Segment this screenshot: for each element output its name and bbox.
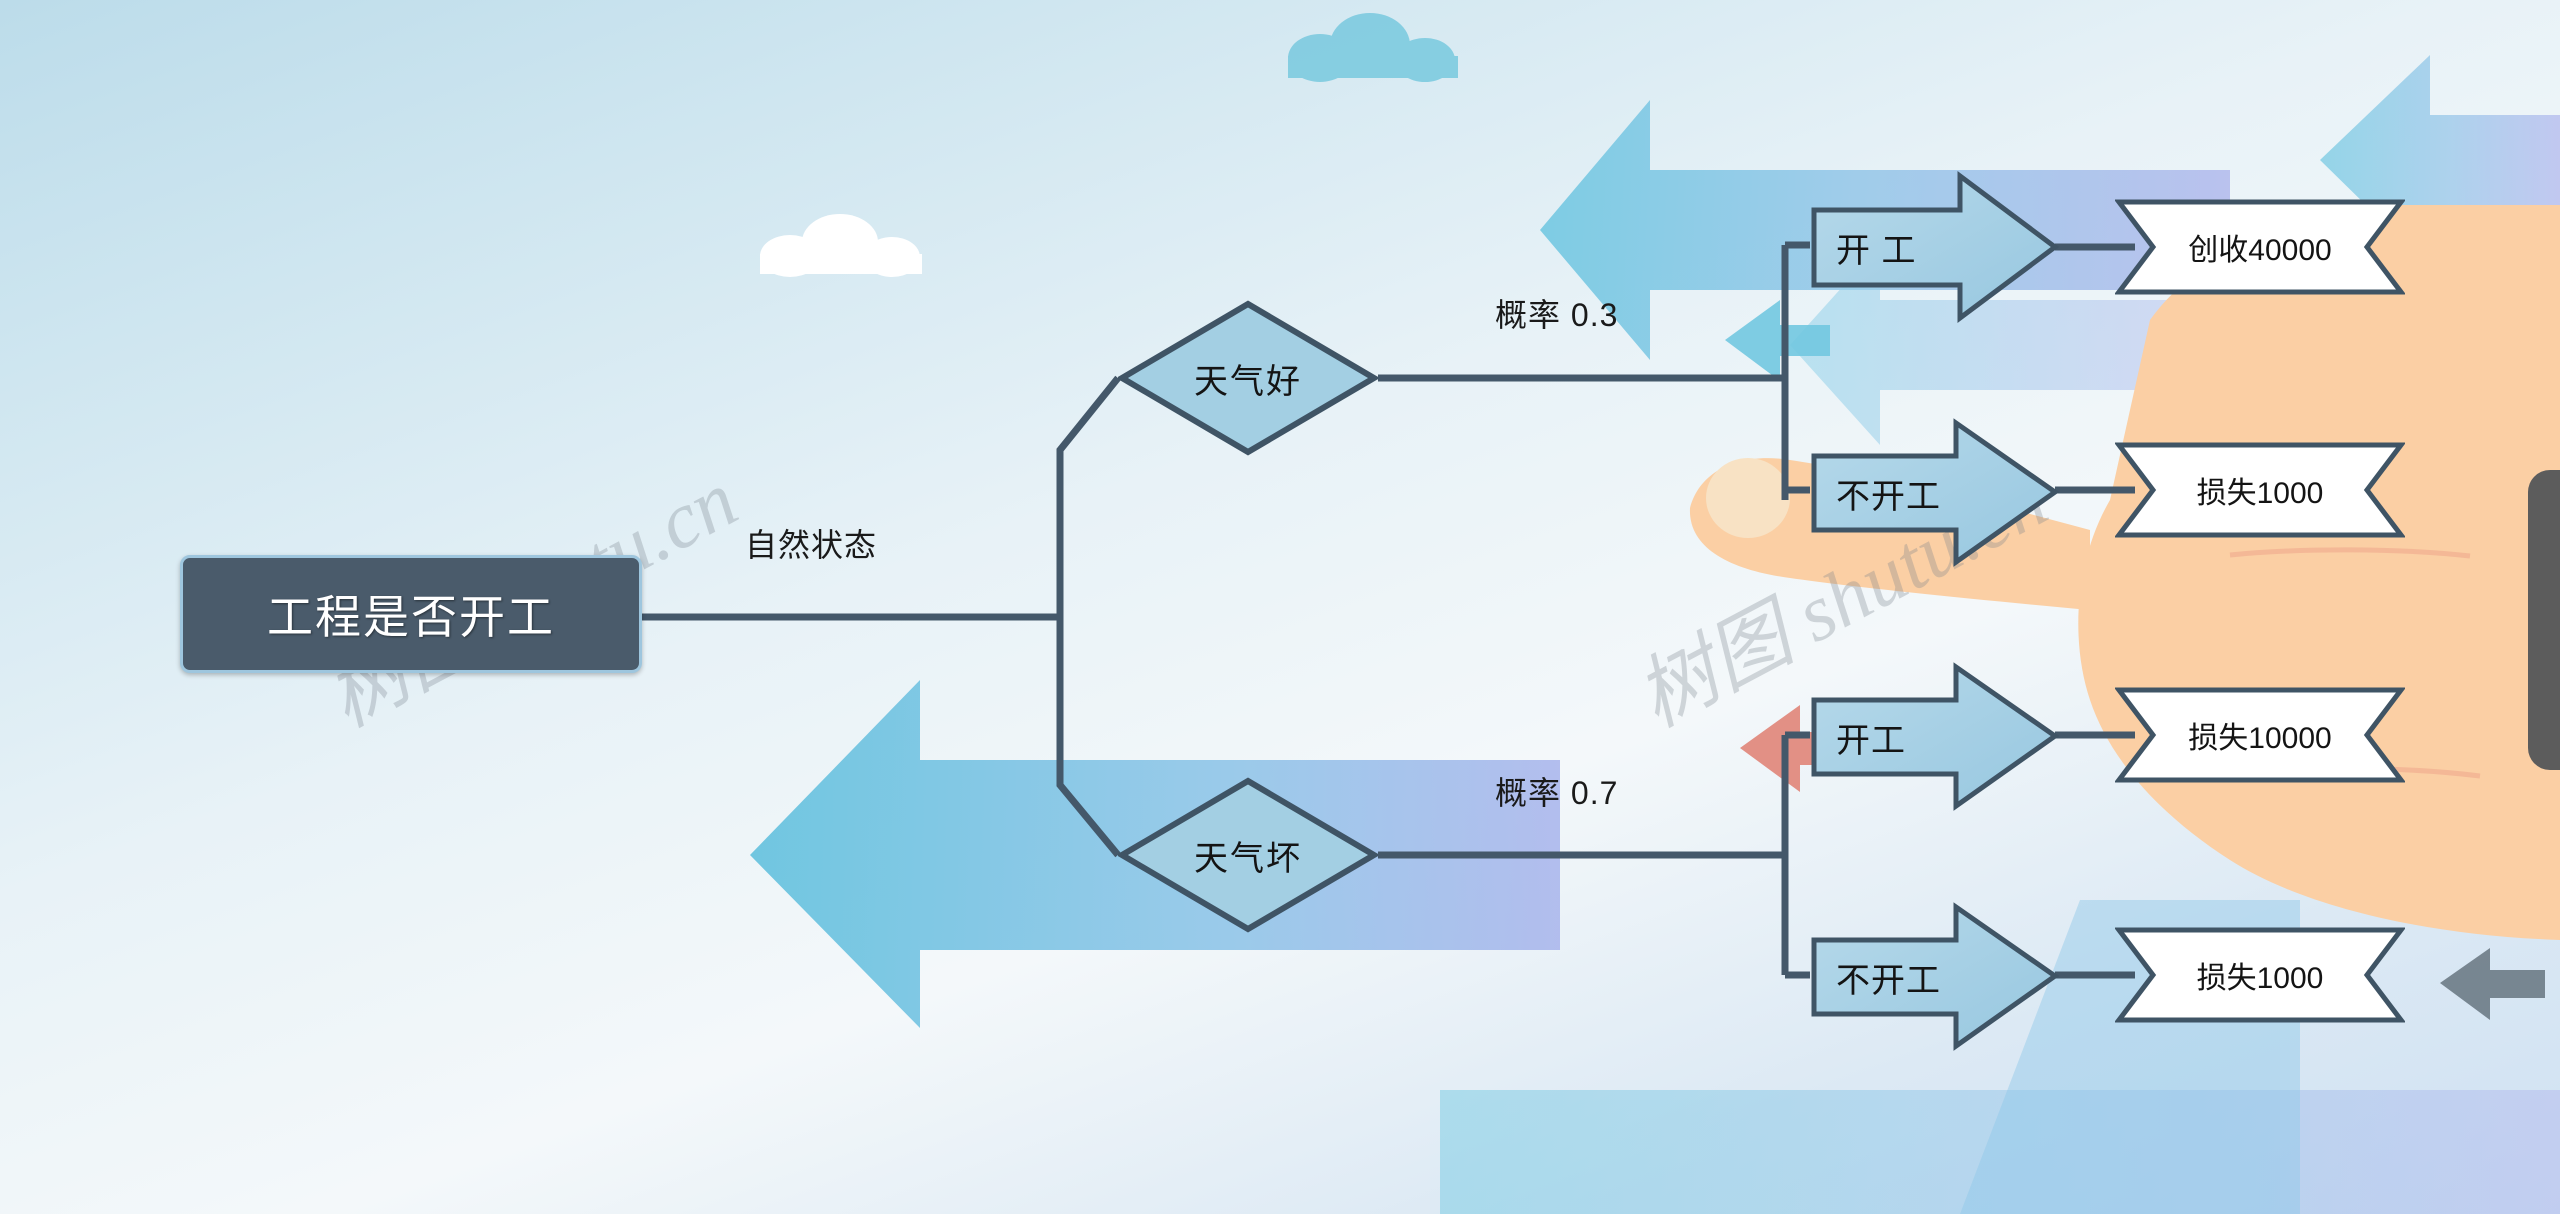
edge-split-to-good	[1056, 375, 1121, 617]
outcome-node-good-start[interactable]: 创收40000	[2113, 198, 2407, 296]
action-node-good-start[interactable]: 开 工	[1810, 170, 2060, 325]
ribbon-shape	[2113, 442, 2407, 538]
ribbon-shape	[2113, 927, 2407, 1023]
root-node[interactable]: 工程是否开工	[180, 555, 642, 673]
ribbon-shape	[2113, 687, 2407, 783]
action-node-bad-notstart[interactable]: 不开工	[1810, 902, 2060, 1052]
edge-split-to-bad	[1056, 617, 1121, 858]
block-arrow-shape	[1811, 902, 2060, 1051]
right-edge-panel	[2528, 470, 2560, 770]
state-node-good[interactable]: 天气好	[1116, 300, 1380, 456]
probability-label-good: 概率 0.3	[1495, 297, 1619, 333]
outcome-node-bad-start[interactable]: 损失10000	[2113, 686, 2407, 784]
probability-label-bad: 概率 0.7	[1495, 775, 1619, 811]
action-node-bad-start[interactable]: 开工	[1810, 662, 2060, 812]
block-arrow-shape	[1811, 662, 2060, 811]
block-arrow-shape	[1811, 171, 2060, 323]
block-arrow-shape	[1811, 418, 2060, 567]
state-node-bad[interactable]: 天气坏	[1116, 777, 1380, 933]
ribbon-shape	[2113, 199, 2407, 295]
diamond-shape	[1116, 300, 1380, 456]
edge-label-natural-state: 自然状态	[745, 527, 878, 563]
outcome-node-good-notstart[interactable]: 损失1000	[2113, 441, 2407, 539]
action-node-good-notstart[interactable]: 不开工	[1810, 418, 2060, 568]
diamond-shape	[1116, 777, 1380, 933]
root-node-label: 工程是否开工	[267, 591, 555, 643]
outcome-node-bad-notstart[interactable]: 损失1000	[2113, 926, 2407, 1024]
